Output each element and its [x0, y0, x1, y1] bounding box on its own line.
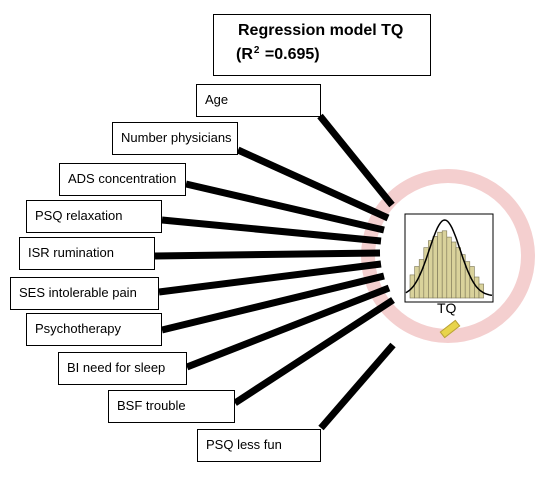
predictor-box[interactable]: Number physicians [112, 122, 238, 155]
histogram-bar [441, 230, 448, 299]
target-label: TQ [437, 300, 457, 316]
histogram-bar [451, 241, 457, 299]
connector-line [317, 113, 395, 208]
predictor-box[interactable]: Age [196, 84, 321, 117]
model-title: Regression model TQ [238, 22, 404, 39]
predictor-box[interactable]: BSF trouble [108, 390, 235, 423]
connector-line [318, 342, 396, 431]
predictor-box[interactable]: Psychotherapy [26, 313, 162, 346]
connector-line [158, 260, 382, 296]
predictor-box[interactable]: ADS concentration [59, 163, 186, 196]
predictor-box[interactable]: BI need for sleep [58, 352, 187, 385]
connector-line [236, 146, 390, 222]
connector-line [185, 284, 391, 371]
predictor-label: BI need for sleep [67, 360, 166, 375]
predictor-label: Psychotherapy [35, 321, 121, 336]
predictor-label: PSQ relaxation [35, 208, 123, 223]
histogram-bar [432, 236, 438, 299]
target-node-histogram [404, 213, 494, 303]
predictor-box[interactable]: PSQ less fun [197, 429, 321, 462]
normal-curve [405, 219, 493, 297]
connector-line [154, 249, 381, 260]
model-r2: (R2 =0.695) [236, 45, 320, 63]
predictor-label: BSF trouble [117, 398, 186, 413]
model-title-box: Regression model TQ (R2 =0.695) [213, 14, 431, 76]
predictor-box[interactable]: SES intolerable pain [10, 277, 159, 310]
histogram-bar [437, 231, 443, 299]
predictor-box[interactable]: ISR rumination [19, 237, 155, 270]
predictor-label: Age [205, 92, 229, 107]
connector-line [233, 297, 395, 406]
histogram-bar [446, 236, 452, 299]
connector-line [161, 216, 382, 245]
histogram-bar [455, 247, 461, 299]
predictor-box[interactable]: PSQ relaxation [26, 200, 162, 233]
predictor-label: PSQ less fun [206, 437, 282, 452]
predictor-label: SES intolerable pain [19, 285, 137, 300]
predictor-label: Number physicians [121, 130, 232, 145]
predictor-label: ADS concentration [68, 171, 177, 186]
connectors [154, 113, 396, 431]
connector-line [161, 272, 385, 334]
predictor-label: ISR rumination [28, 245, 114, 260]
connector-line [185, 180, 385, 234]
